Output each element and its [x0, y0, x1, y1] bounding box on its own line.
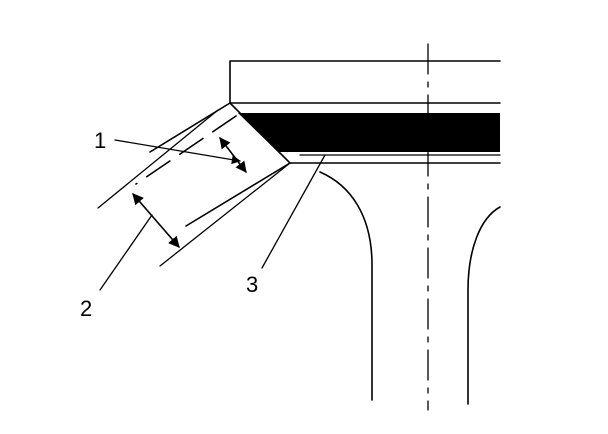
- callout-label-2: 2: [80, 296, 92, 321]
- leader-line-2: [99, 214, 153, 291]
- valve-stem-right-curve: [467, 206, 501, 405]
- valve-stem-left-curve: [319, 171, 373, 401]
- seat-dashed-centerline: [135, 115, 237, 185]
- seat-bevel-inner-edge: [185, 162, 291, 227]
- callout-label-1: 1: [94, 128, 106, 153]
- dimension-arrow-seat-width: [132, 193, 180, 248]
- extension-line-upper: [97, 109, 219, 209]
- seat-insert-band: [238, 113, 500, 152]
- callout-label-3: 3: [246, 272, 258, 297]
- extension-line-lower: [159, 162, 291, 267]
- leader-line-1: [114, 139, 241, 165]
- dimension-arrow-contact-width: [219, 137, 247, 173]
- seat-face-outline: [229, 102, 291, 164]
- head-block-outline: [229, 60, 501, 104]
- leader-line-3: [261, 154, 326, 269]
